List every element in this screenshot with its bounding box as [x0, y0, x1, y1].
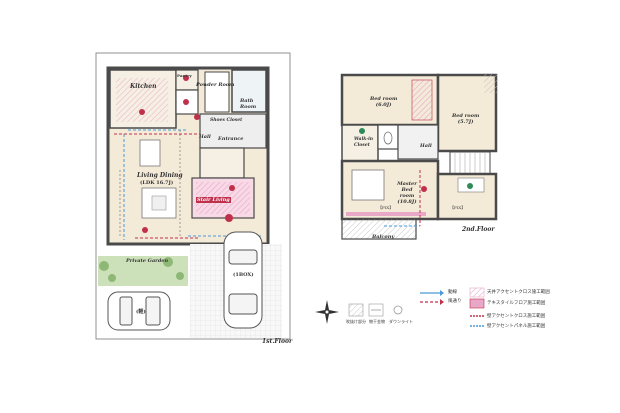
- car-kei: [107, 291, 171, 331]
- bedroom-b-size: (5.7J): [457, 119, 474, 125]
- floor-label-1f: 1st.Floor: [262, 338, 293, 345]
- storage-label-a: 【FIX】: [378, 205, 394, 210]
- first-floor-red-arrows: [114, 133, 200, 239]
- parking-label-kei: (軽): [136, 309, 146, 315]
- room-label-walk-in-closet: Walk-in Closet: [354, 137, 374, 148]
- legend-symbol-2: 物干金物: [369, 319, 385, 324]
- room-label-entrance: Entrance: [218, 136, 244, 142]
- second-floor-markers: [359, 128, 473, 192]
- room-label-shoes-closet: Shoes Closet: [210, 118, 243, 123]
- compass-rose-icon: [315, 300, 339, 324]
- car-1box: [223, 231, 263, 329]
- legend-symbol-1: 吹抜け部分: [346, 319, 366, 324]
- room-label-ldk-size: (LDK 16.7J): [140, 180, 174, 186]
- room-label-bedroom-b: Bed room (5.7J): [452, 113, 479, 125]
- legend-pattern-4: 壁アクセントパネル施工範囲: [487, 324, 546, 329]
- floor-label-2f: 2nd.Floor: [462, 226, 495, 233]
- room-label-hall-2f: Hall: [420, 143, 432, 149]
- room-label-living-dining: Living Dining: [137, 172, 183, 179]
- room-label-private-garden: Private Garden: [126, 258, 169, 264]
- bedroom-a-size: (6.0J): [375, 102, 392, 108]
- storage-label-b: 【FIX】: [450, 205, 466, 210]
- room-label-hall-1f: Hall: [199, 134, 211, 140]
- first-floor-markers: [139, 75, 235, 233]
- legend-lines: [420, 290, 444, 305]
- legend-pattern-2: テキスタイルフロア施工範囲: [487, 301, 546, 306]
- second-floor-house: [340, 73, 500, 240]
- legend-line-wind: 風通り: [448, 299, 462, 304]
- master-bedroom-name: Master Bed room: [397, 181, 417, 199]
- parking-label-1box: (1BOX): [233, 272, 254, 278]
- room-label-kitchen: Kitchen: [130, 83, 157, 90]
- room-label-balcony: Balcony: [372, 234, 395, 240]
- legend-patterns: [469, 287, 485, 327]
- legend-pattern-1: 天井アクセントクロス施工範囲: [487, 290, 550, 295]
- room-label-bath: Bath Room: [240, 98, 257, 110]
- master-bedroom-size: (10.8J): [397, 199, 417, 205]
- room-label-bedroom-a: Bed room (6.0J): [370, 96, 397, 108]
- legend-symbol-3: ダウンライト: [389, 319, 413, 324]
- legend-pattern-3: 壁アクセントクロス施工範囲: [487, 314, 546, 319]
- room-label-master-bedroom: Master Bed room (10.8J): [394, 181, 420, 205]
- room-label-pantry: Pantry: [177, 73, 192, 78]
- room-label-stair-living: Stair Living: [196, 197, 231, 203]
- lot-boundary-1f: [95, 52, 291, 340]
- bedroom-a-name: Bed room: [370, 96, 398, 102]
- bedroom-b-name: Bed room: [452, 113, 480, 119]
- legend-symbols: [348, 303, 403, 317]
- room-label-powder: Powder Room: [196, 82, 235, 88]
- legend-line-flow: 動線: [448, 290, 457, 295]
- first-floor-house: [106, 66, 270, 246]
